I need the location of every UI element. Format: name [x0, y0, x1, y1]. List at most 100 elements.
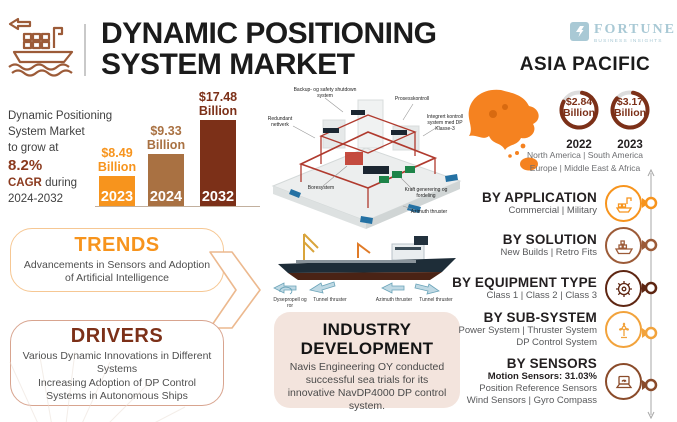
regions-list: North America | South America Europe | M…: [498, 149, 672, 175]
bar-value-2032: $17.48 Billion: [188, 90, 248, 118]
segments-timeline: [642, 168, 658, 420]
kpi-value-block: $2.84 Billion: [557, 97, 601, 119]
thruster-label: Azimuth thruster: [375, 297, 413, 303]
trends-title: TRENDS: [74, 234, 160, 256]
bar-value-unit: Billion: [146, 138, 186, 152]
page-title-line2: SYSTEM MARKET: [101, 48, 355, 81]
bar-value-unit: Billion: [97, 160, 137, 174]
segment-items: DP Control System: [516, 337, 597, 348]
dp-platform-diagram: Backup- og safety shutdown system Proses…: [263, 86, 470, 231]
kpi-value: $3.17: [616, 96, 644, 108]
segment-items: Commercial | Military: [508, 205, 597, 216]
thruster-label: Dysepropell og ror: [273, 297, 307, 309]
kpi-value: $2.84: [565, 96, 593, 108]
fortune-logo-icon: [570, 22, 589, 41]
brand-name: FORTUNE: [594, 22, 676, 37]
diagram-label: Azimuth thruster: [410, 209, 448, 215]
port-crane-icon: [605, 185, 642, 222]
page-title: DYNAMIC POSITIONING SYSTEM MARKET: [101, 18, 501, 80]
drivers-title: DRIVERS: [70, 325, 164, 347]
thruster-label: Tunnel thruster: [313, 297, 347, 303]
kpi-unit: Billion: [562, 107, 596, 119]
segment-by-application: BY APPLICATION Commercial | Military: [482, 185, 642, 222]
segment-items: Power System | Thruster System: [458, 325, 598, 336]
segment-by-equipment-type: BY EQUIPMENT TYPE Class 1 | Class 2 | Cl…: [452, 270, 642, 307]
diagram-label: Redundant nettverk: [267, 116, 293, 128]
diagram-label: Integrert kontroll system med DP Klasse-…: [426, 114, 464, 132]
segment-by-solution: BY SOLUTION New Builds | Retro Fits: [501, 227, 642, 264]
cagr-value: 8.2%: [8, 157, 43, 174]
growth-line: CAGR during: [8, 175, 114, 191]
regions-line: North America | South America: [526, 150, 644, 160]
bar-2024: 2024: [148, 154, 184, 206]
industry-development-box: INDUSTRY DEVELOPMENT Navis Engineering O…: [274, 312, 460, 412]
bar-value-number: $8.49: [101, 146, 133, 160]
regions-line: Europe | Middle East & Africa: [529, 163, 641, 173]
vessel-illustration: [273, 233, 456, 295]
cargo-ship-logo-icon: [8, 17, 74, 77]
kpi-donut-2023: $3.17 Billion 2023: [608, 88, 652, 151]
cargo-ship-icon: [605, 227, 642, 264]
header-divider: [84, 24, 86, 76]
ship-helm-icon: [605, 270, 642, 307]
bar-value-2024: $9.33 Billion: [136, 124, 196, 152]
kpi-year: 2023: [617, 139, 643, 151]
bar-year-label: 2024: [149, 189, 183, 205]
flow-arrow-icon: [209, 251, 261, 329]
market-growth-text: Dynamic Positioning System Market to gro…: [8, 108, 114, 207]
segment-items: Position Reference Sensors: [479, 383, 597, 394]
kpi-donut-2022: $2.84 Billion 2022: [557, 88, 601, 151]
donut-ring-icon: [559, 90, 599, 130]
trends-item: Advancements in Sensors and Adoption of …: [23, 259, 211, 284]
growth-line: during: [41, 177, 78, 189]
dp-vessel-diagram: Dysepropell og ror Tunnel thruster Azimu…: [266, 226, 466, 312]
growth-line: System Market: [8, 126, 85, 138]
cagr-label: CAGR: [8, 177, 42, 189]
segment-title: BY EQUIPMENT TYPE: [452, 275, 597, 290]
industry-development-text: Navis Engineering OY conducted successfu…: [287, 361, 447, 412]
segment-title: BY SENSORS: [506, 356, 597, 371]
industry-development-title: INDUSTRY DEVELOPMENT: [300, 320, 434, 358]
bar-value-2023: $8.49 Billion: [87, 146, 147, 174]
bar-year-label: 2032: [201, 189, 235, 205]
bar-value-unit: Billion: [198, 104, 238, 118]
bar-2032: 2032: [200, 120, 236, 206]
bar-value-number: $17.48: [198, 90, 238, 104]
growth-line: Dynamic Positioning: [8, 110, 113, 122]
diagram-label: Prosesskontroll: [394, 96, 430, 102]
asia-pacific-map: [468, 89, 539, 171]
bar-year-label: 2023: [100, 189, 134, 205]
segment-title: BY APPLICATION: [481, 190, 597, 205]
market-size-bar-chart: $8.49 Billion $9.33 Billion $17.48 Billi…: [95, 90, 260, 207]
segment-highlight-stat: Motion Sensors: 31.03%: [487, 371, 597, 382]
platform-illustration: [271, 97, 462, 229]
donut-ring-icon: [610, 90, 650, 130]
drivers-item: Increasing Adoption of DP Control System…: [38, 377, 196, 402]
page-title-line1: DYNAMIC POSITIONING: [101, 17, 437, 50]
kpi-value-block: $3.17 Billion: [608, 97, 652, 119]
drivers-item: Various Dynamic Innovations in Different…: [22, 350, 212, 375]
fortune-business-insights-logo: FORTUNE BUSINESS INSIGHTS: [570, 22, 676, 44]
chart-baseline: [95, 205, 260, 207]
trends-box: TRENDS Advancements in Sensors and Adopt…: [10, 228, 224, 292]
kpi-year: 2022: [566, 139, 592, 151]
segment-by-sensors: BY SENSORS Motion Sensors: 31.03% Positi…: [467, 356, 642, 407]
brand-tagline: BUSINESS INSIGHTS: [594, 39, 663, 44]
kpi-unit: Billion: [613, 107, 647, 119]
segment-title: BY SUB-SYSTEM: [483, 310, 597, 325]
sensor-monitor-icon: [605, 363, 642, 400]
bar-2023: 2023: [99, 176, 135, 206]
segment-items: Class 1 | Class 2 | Class 3: [486, 290, 597, 301]
thruster-label: Tunnel thruster: [419, 297, 453, 303]
diagram-label: Kraft generering og fordeling: [404, 187, 448, 199]
thruster-propeller-icon: [605, 311, 642, 348]
segment-by-sub-system: BY SUB-SYSTEM Power System | Thruster Sy…: [458, 310, 642, 349]
decorative-burst: [9, 352, 186, 422]
asia-pacific-title: ASIA PACIFIC: [519, 54, 651, 75]
bar-value-number: $9.33: [150, 124, 182, 138]
segment-title: BY SOLUTION: [502, 232, 597, 247]
segment-items: Wind Sensors | Gyro Compass: [466, 395, 597, 406]
forecast-period: 2024-2032: [8, 193, 63, 205]
growth-line: to grow at: [8, 142, 59, 154]
